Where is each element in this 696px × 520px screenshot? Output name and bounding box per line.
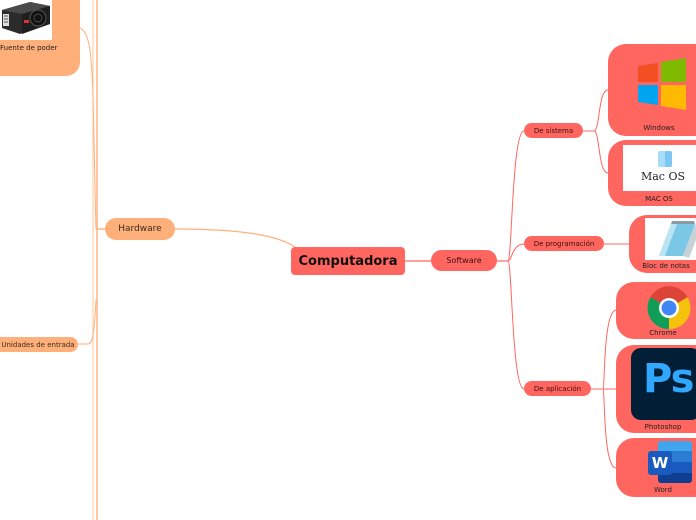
macos-logo-text: Mac OS <box>640 170 686 183</box>
macos-label: MAC OS <box>645 195 673 203</box>
chrome-label: Chrome <box>649 329 677 337</box>
de-programacion-node[interactable]: De programación <box>524 236 604 251</box>
software-label: Software <box>446 256 482 265</box>
hardware-label: Hardware <box>118 224 162 234</box>
word-logo-icon: W <box>646 441 696 485</box>
de-sistema-label: De sistema <box>533 126 574 135</box>
photoshop-logo-icon: Ps <box>631 348 696 420</box>
de-aplicacion-label: De aplicación <box>533 384 582 393</box>
bloc-de-notas-card[interactable]: Bloc de notas <box>629 215 696 273</box>
windows-card[interactable]: Windows <box>608 44 696 136</box>
windows-label: Windows <box>643 124 675 132</box>
word-label: Word <box>654 486 672 494</box>
hardware-node[interactable]: Hardware <box>105 218 175 240</box>
word-logo-text: W <box>651 454 669 472</box>
fuente-de-poder-label: Fuente de poder <box>0 44 58 52</box>
macos-card[interactable]: Mac OS MAC OS <box>608 140 696 206</box>
power-supply-image <box>0 0 52 40</box>
notepad-icon <box>645 218 696 260</box>
macos-logo-icon: Mac OS <box>623 145 696 191</box>
photoshop-card[interactable]: Ps Photoshop <box>616 345 696 433</box>
unidades-de-entrada-label: Unidades de entrada <box>1 340 75 349</box>
root-label: Computadora <box>298 253 398 269</box>
windows-logo-icon <box>636 58 688 110</box>
de-sistema-node[interactable]: De sistema <box>524 123 583 138</box>
de-programacion-label: De programación <box>533 239 595 248</box>
photoshop-logo-text: Ps <box>643 356 694 402</box>
de-aplicacion-node[interactable]: De aplicación <box>524 381 591 396</box>
chrome-logo-icon <box>647 286 691 330</box>
photoshop-label: Photoshop <box>644 423 682 431</box>
software-node[interactable]: Software <box>431 250 497 271</box>
chrome-card[interactable]: Chrome <box>616 282 696 339</box>
bloc-de-notas-label: Bloc de notas <box>642 262 690 270</box>
unidades-de-entrada-node[interactable]: Unidades de entrada <box>0 337 78 352</box>
root-node-computadora[interactable]: Computadora <box>291 247 405 275</box>
fuente-de-poder-card[interactable]: Fuente de poder <box>0 0 80 76</box>
word-card[interactable]: W Word <box>616 438 696 497</box>
